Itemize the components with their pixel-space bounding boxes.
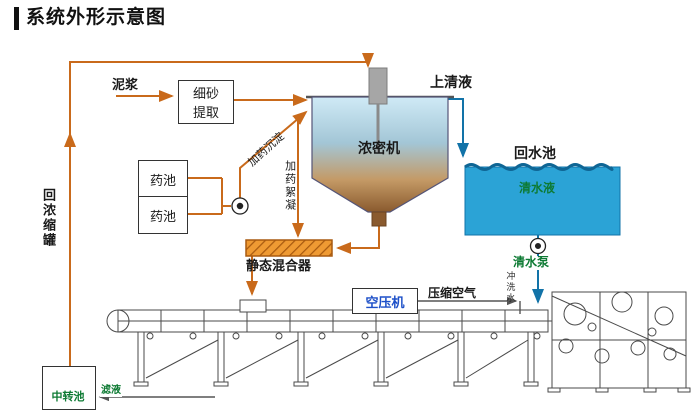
clear-water-pump-label: 清水泵 [512,255,551,270]
static-mixer-label: 静态混合器 [246,258,312,273]
transfer-pool-box [42,366,96,410]
static-mixer-shape [245,239,333,257]
fine-sand-extraction-box: 细砂提取 [178,80,234,124]
pipe-lines-gray [98,296,521,402]
stirrer-motor [368,67,388,105]
press-roller-section [547,291,691,393]
dosing-flocculation-label: 加药絮凝 [283,160,296,212]
clear-water-label: 清水液 [519,181,556,195]
pipe-underflow-to-mixer [336,226,380,254]
thickener-tank [306,67,454,227]
chemical-pool-box-bottom: 药池 [138,196,188,234]
chemical-pool-box-top: 药池 [138,160,188,198]
supernatant-label: 上清液 [430,74,472,90]
thickener-label: 浓密机 [358,140,400,156]
filtrate-label: 滤液 [100,385,122,397]
fine-sand-extraction-label: 细砂提取 [192,86,219,120]
return-water-pool-label: 回水池 [514,145,556,161]
pipe-lines-orange [64,53,380,366]
water-surface-wave [464,163,614,171]
chemical-pool-bottom-label: 药池 [149,208,176,224]
press-legs [133,332,539,387]
flush-water-label: 冲洗水 [505,271,516,304]
page-title: 系统外形示意图 [14,7,166,30]
air-compressor-label: 空压机 [365,294,405,310]
dosing-pump-icon [231,197,249,215]
pipe-dosing-sedimentation [239,110,308,198]
pipe-chemical-to-pump [186,177,231,215]
mud-label: 泥浆 [112,77,139,92]
return-to-concentrator-label: 回浓缩罐 [40,188,56,248]
clear-water-pump-icon [529,237,547,255]
air-compressor-box: 空压机 [352,288,418,314]
return-water-pool [464,163,621,236]
compressed-air-label: 压缩空气 [428,286,477,300]
pipe-return-to-thickener [69,53,374,366]
chemical-pool-top-label: 药池 [149,172,176,188]
belt-filter-press-drawing [106,291,691,393]
transfer-pool-label: 中转池 [51,391,85,403]
